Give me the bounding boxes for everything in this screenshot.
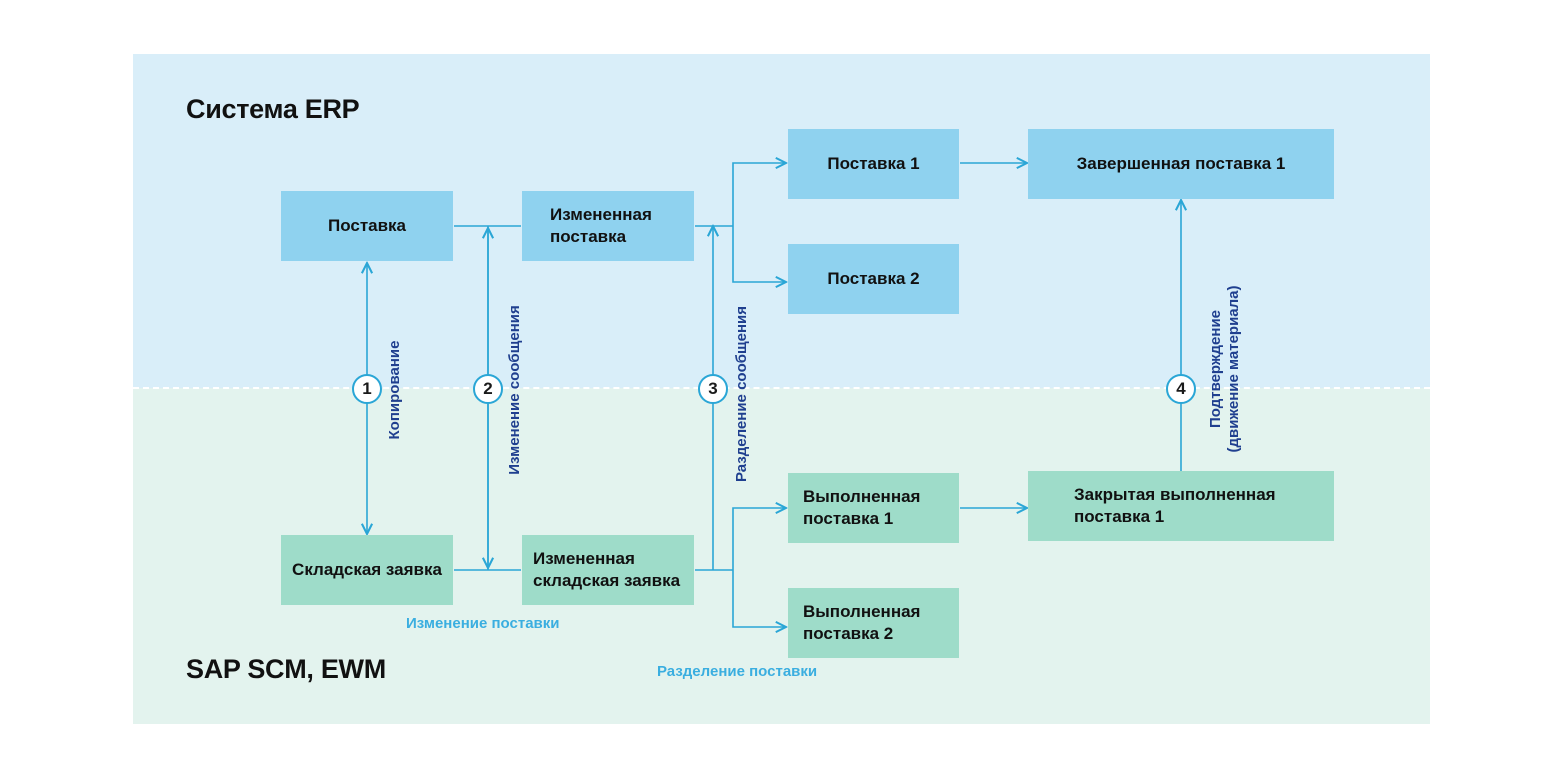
- step-3-marker: 3: [698, 374, 728, 404]
- warehouse-request-box-label: Складская заявка: [292, 560, 442, 579]
- erp-zone-title: Система ERP: [186, 94, 360, 124]
- delivery-change-caption: Изменение поставки: [406, 615, 560, 632]
- executed-delivery-1-box-label: Выполненная поставка 1: [803, 487, 921, 528]
- completed-delivery-1-box-label: Завершенная поставка 1: [1076, 154, 1286, 173]
- scm-split-connector: [732, 508, 786, 570]
- delivery-2-box: Поставка 2: [788, 244, 959, 314]
- changed-warehouse-request-box-label: Измененная складская заявка: [533, 549, 681, 590]
- warehouse-request-box: Складская заявка: [281, 535, 453, 605]
- changed-warehouse-request-box: Измененная складская заявка: [522, 535, 694, 605]
- closed-executed-delivery-1-box: Закрытая выполненная поставка 1: [1028, 471, 1334, 541]
- completed-delivery-1-box: Завершенная поставка 1: [1028, 129, 1334, 199]
- scm-split-connector: [732, 570, 786, 627]
- scm-zone-title: SAP SCM, EWM: [186, 654, 386, 684]
- step-1-label: Копирование: [386, 340, 403, 440]
- closed-executed-delivery-1-box-label: Закрытая выполненная поставка 1: [1074, 485, 1276, 526]
- step-2-marker: 2: [473, 374, 503, 404]
- delivery-1-box-label: Поставка 1: [827, 154, 920, 173]
- delivery-box-label: Поставка: [327, 216, 407, 235]
- delivery-1-box: Поставка 1: [788, 129, 959, 199]
- step-3-label: Разделение сообщения: [733, 305, 750, 483]
- step-4-marker: 4: [1166, 374, 1196, 404]
- executed-delivery-1-box: Выполненная поставка 1: [788, 473, 959, 543]
- delivery-2-box-label: Поставка 2: [827, 269, 920, 288]
- erp-split-connector: [732, 226, 786, 282]
- executed-delivery-2-box: Выполненная поставка 2: [788, 588, 959, 658]
- changed-delivery-box: Измененная поставка: [522, 191, 694, 261]
- step-2-label: Изменение сообщения: [506, 305, 523, 475]
- zone-divider: [133, 387, 1430, 389]
- delivery-split-caption: Разделение поставки: [657, 663, 818, 680]
- delivery-box: Поставка: [281, 191, 453, 261]
- erp-split-connector: [732, 163, 786, 226]
- changed-delivery-box-label: Измененная поставка: [550, 205, 652, 246]
- step-1-marker: 1: [352, 374, 382, 404]
- step-4-label: Подтверждение (движение материала): [1207, 285, 1242, 453]
- executed-delivery-2-box-label: Выполненная поставка 2: [803, 602, 921, 643]
